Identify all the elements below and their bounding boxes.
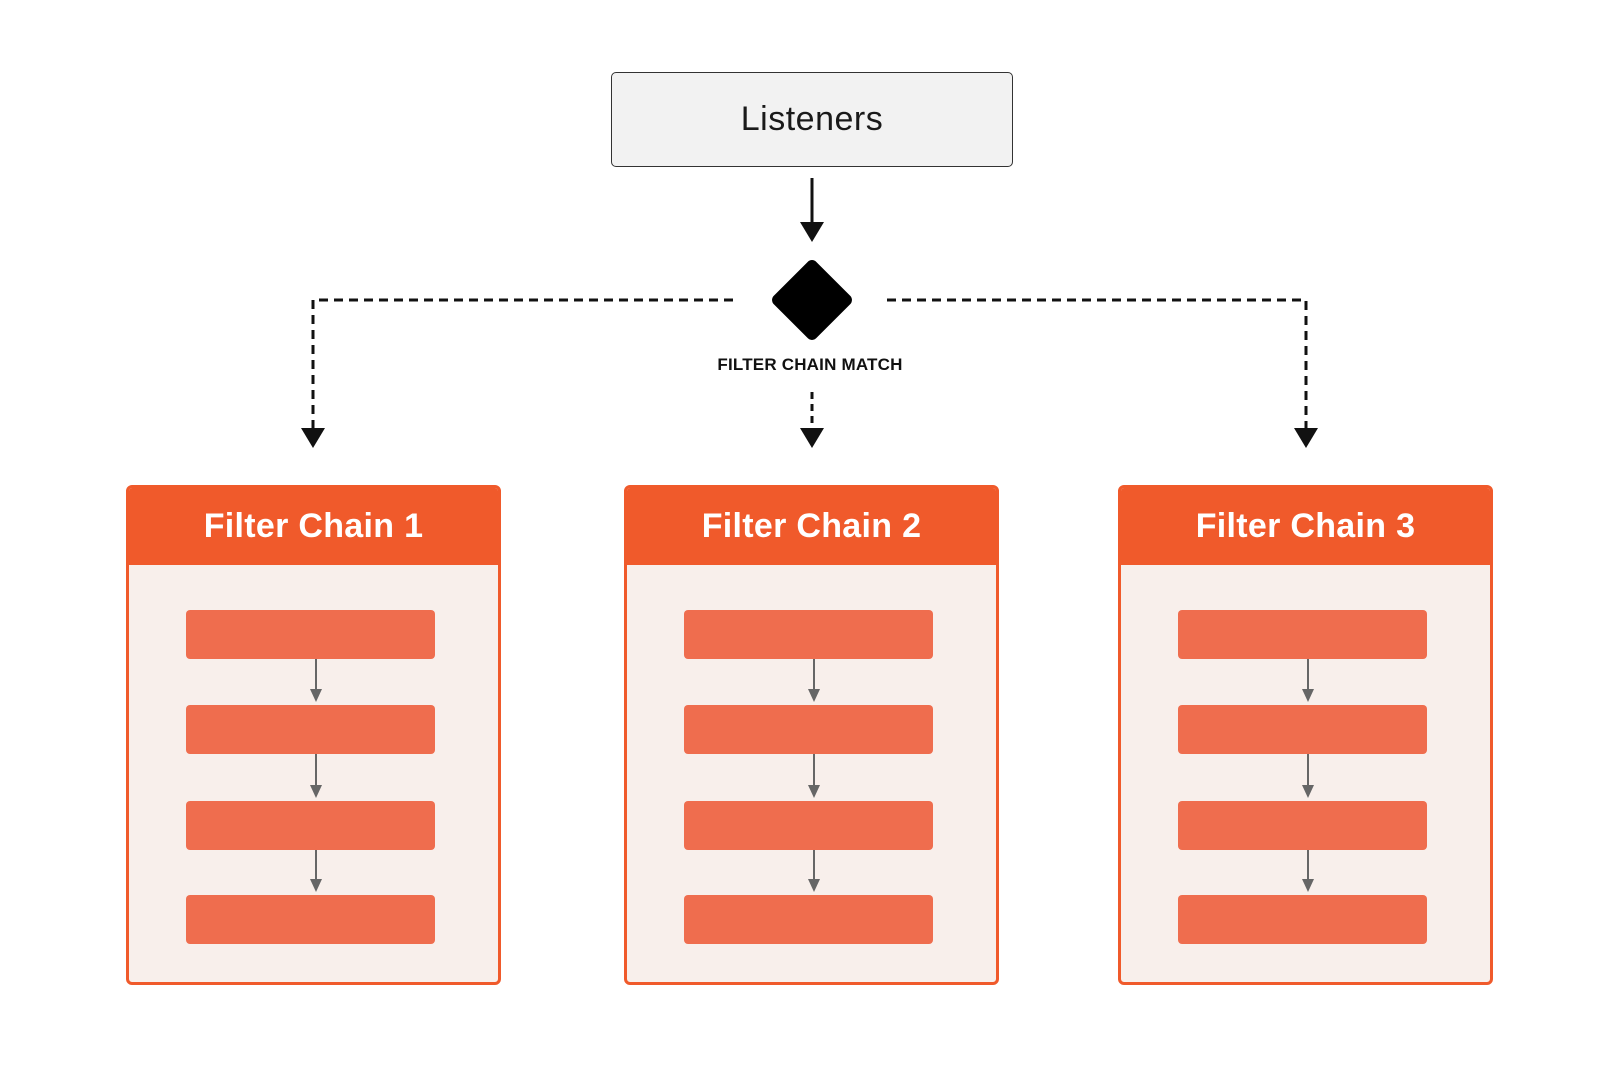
filter-chain-1-header: Filter Chain 1 — [129, 488, 498, 565]
filter-chain-1-step-2 — [186, 705, 435, 754]
listeners-to-match-arrowhead — [800, 222, 824, 242]
filter-chain-3-title: Filter Chain 3 — [1195, 507, 1416, 545]
filter-chain-3-step-3 — [1178, 801, 1427, 850]
filter-chain-3-step-arrows — [1302, 659, 1314, 892]
filter-chain-1-step-1 — [186, 610, 435, 659]
filter-chain-3-header: Filter Chain 3 — [1121, 488, 1490, 565]
filter-chain-2-title: Filter Chain 2 — [701, 507, 922, 545]
filter-chain-2-panel: Filter Chain 2 — [624, 485, 999, 985]
filter-chain-3-step-1 — [1178, 610, 1427, 659]
filter-chain-2-header: Filter Chain 2 — [627, 488, 996, 565]
filter-chain-3-panel: Filter Chain 3 — [1118, 485, 1493, 985]
filter-chain-1-title: Filter Chain 1 — [203, 507, 424, 545]
filter-chain-3-step-4 — [1178, 895, 1427, 944]
branch-to-chain-1 — [311, 298, 733, 430]
filter-chain-2-step-2 — [684, 705, 933, 754]
listeners-label: Listeners — [740, 100, 884, 138]
filter-chain-match-diamond — [772, 260, 852, 340]
filter-chain-1-step-3 — [186, 801, 435, 850]
branch-to-chain-3 — [887, 298, 1308, 430]
filter-chain-2-step-3 — [684, 801, 933, 850]
branch-to-chain-1-arrowhead — [301, 428, 325, 448]
filter-chain-1-step-4 — [186, 895, 435, 944]
filter-chain-2-step-1 — [684, 610, 933, 659]
branch-to-chain-2-arrowhead — [800, 428, 824, 448]
filter-chain-2-step-4 — [684, 895, 933, 944]
filter-chain-3-step-2 — [1178, 705, 1427, 754]
listeners-box: Listeners — [611, 72, 1013, 167]
filter-chain-2-step-arrows — [808, 659, 820, 892]
branch-to-chain-3-arrowhead — [1294, 428, 1318, 448]
filter-chain-1-panel: Filter Chain 1 — [126, 485, 501, 985]
filter-chain-1-step-arrows — [310, 659, 322, 892]
filter-chain-match-label: FILTER CHAIN MATCH — [717, 355, 903, 374]
